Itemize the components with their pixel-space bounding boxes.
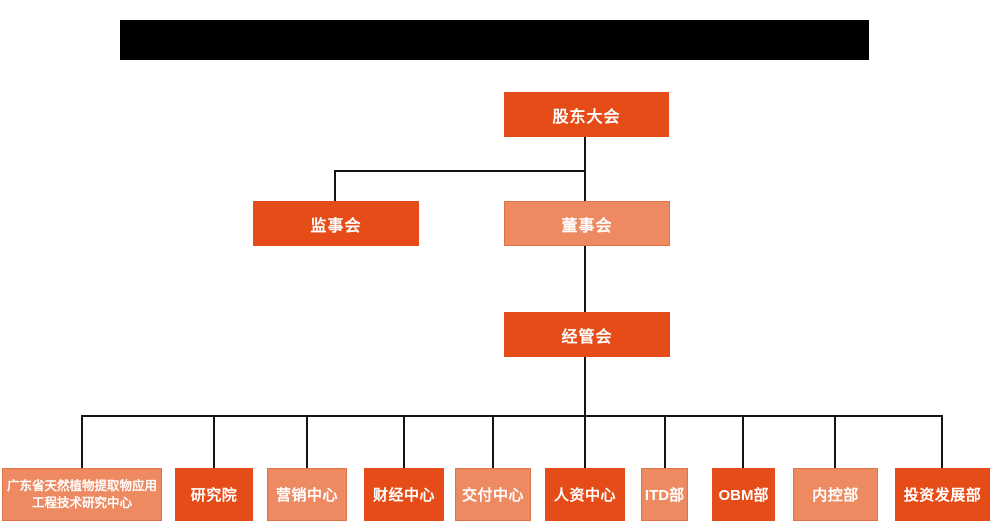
connector-drop-marketing [306, 415, 308, 468]
node-dept-itd: ITD部 [641, 468, 688, 521]
connector-drop-institute [213, 415, 215, 468]
connector-drop-delivery [492, 415, 494, 468]
connector-drop-internal-control [834, 415, 836, 468]
node-dept-research-center: 广东省天然植物提取物应用工程技术研究中心 [2, 468, 162, 521]
node-dept-marketing: 营销中心 [267, 468, 347, 521]
node-dept-obm: OBM部 [712, 468, 775, 521]
node-management-committee: 经管会 [504, 312, 670, 357]
node-dept-finance: 财经中心 [364, 468, 444, 521]
connector-drop-research-center [81, 415, 83, 468]
connector-drop-hr [584, 415, 586, 468]
connector-board-to-management [584, 246, 586, 312]
connector-drop-investment [941, 415, 943, 468]
connector-horizontal-level2 [334, 170, 586, 172]
connector-management-down [584, 357, 586, 417]
connector-shareholders-down [584, 137, 586, 201]
node-supervisory-board: 监事会 [253, 201, 419, 246]
node-dept-delivery: 交付中心 [455, 468, 531, 521]
redacted-title-bar [120, 20, 869, 60]
node-shareholders-meeting: 股东大会 [504, 92, 669, 137]
node-dept-institute: 研究院 [175, 468, 253, 521]
node-dept-internal-control: 内控部 [793, 468, 878, 521]
connector-drop-finance [403, 415, 405, 468]
node-board-of-directors: 董事会 [504, 201, 670, 246]
node-dept-investment: 投资发展部 [895, 468, 990, 521]
connector-drop-itd [664, 415, 666, 468]
connector-supervisory-drop [334, 170, 336, 201]
connector-horizontal-spine [81, 415, 943, 417]
connector-drop-obm [742, 415, 744, 468]
node-dept-hr: 人资中心 [545, 468, 625, 521]
